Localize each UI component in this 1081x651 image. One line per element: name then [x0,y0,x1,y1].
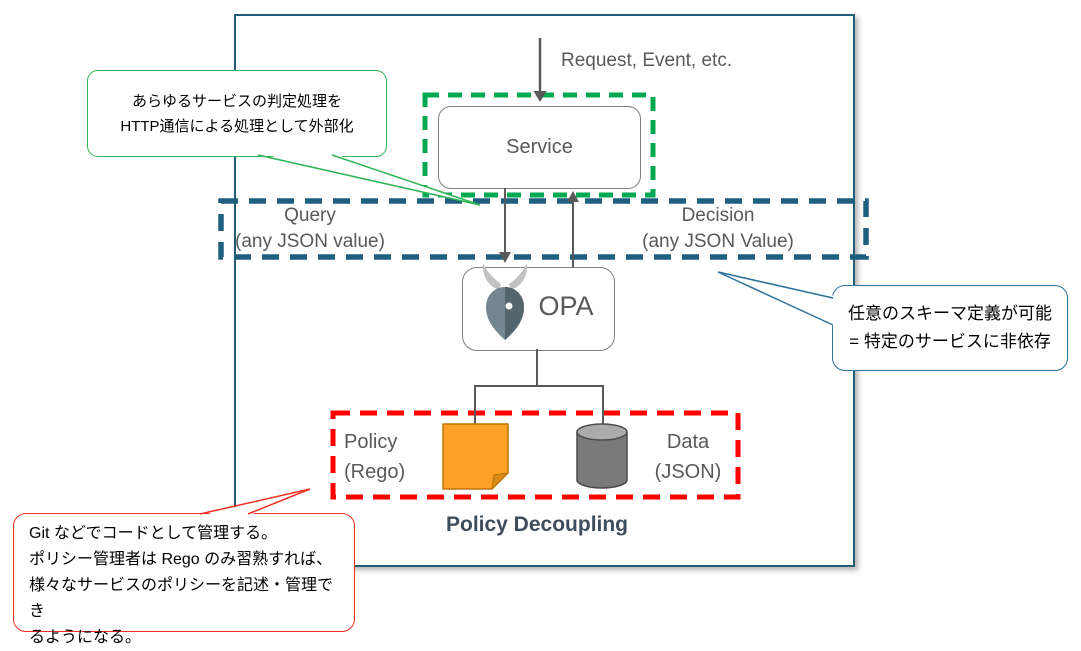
schema-note-line2: = 特定のサービスに非依存 [849,332,1051,351]
data-label-line2: (JSON) [654,461,722,483]
diagram-caption: Policy Decoupling [445,513,629,536]
policy-label-line2: (Rego) [344,461,406,483]
decision-label: Decision (any JSON Value) [627,203,809,255]
callout-service-note: あらゆるサービスの判定処理を HTTP通信による処理として外部化 [87,70,387,157]
data-label-line1: Data [666,431,710,453]
decision-label-line1: Decision [681,205,755,226]
schema-note-line1: 任意のスキーマ定義が可能 [848,304,1052,323]
policy-note-line2: ポリシー管理者は Rego のみ習熟すれば、 [29,551,333,568]
opa-label: OPA [538,291,594,321]
service-label: Service [506,136,573,158]
service-note-line2: HTTP通信による処理として外部化 [120,117,354,135]
policy-label-line1: Policy [344,431,398,453]
query-label-line2: (any JSON value) [235,231,385,252]
data-label: Data (JSON) [640,427,736,487]
policy-note-line3: 様々なサービスのポリシーを記述・管理でき [29,577,334,620]
decision-label-line2: (any JSON Value) [642,231,794,252]
policy-note-line4: るようになる。 [29,629,142,646]
policy-note-line1: Git などでコードとして管理する。 [29,525,278,542]
query-label-line1: Query [284,205,336,226]
query-label: Query (any JSON value) [224,203,396,255]
service-node: Service [438,106,641,189]
policy-label: Policy (Rego) [344,427,428,487]
request-label: Request, Event, etc. [561,50,733,71]
service-note-line1: あらゆるサービスの判定処理を [131,92,342,110]
callout-schema-note: 任意のスキーマ定義が可能 = 特定のサービスに非依存 [832,285,1068,371]
callout-policy-note: Git などでコードとして管理する。 ポリシー管理者は Rego のみ習熟すれば… [13,513,355,646]
